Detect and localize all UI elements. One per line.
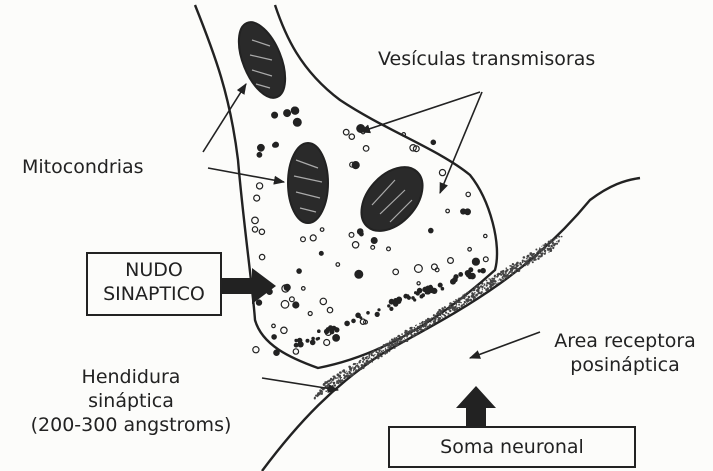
vesicle xyxy=(252,217,259,224)
vesicle xyxy=(371,246,375,250)
cleft-label-line3: (200-300 angstroms) xyxy=(6,414,256,438)
vesicle xyxy=(308,312,312,316)
vesicles-group xyxy=(252,107,488,355)
vesicle xyxy=(297,269,301,273)
vesicle xyxy=(274,350,279,355)
vesicle xyxy=(349,233,354,238)
vesicle xyxy=(352,162,359,169)
vesicle xyxy=(358,229,363,234)
vesicle xyxy=(319,252,323,256)
vesicle xyxy=(252,227,257,232)
vesicle xyxy=(352,242,358,248)
cleft-label-line2: sináptica xyxy=(6,390,256,414)
vesicle xyxy=(466,192,470,196)
vesicle xyxy=(272,324,276,328)
vesicle xyxy=(393,269,399,275)
soma-thick-arrow xyxy=(456,386,496,426)
vesicle-arrow-left xyxy=(360,92,480,132)
vesicle xyxy=(257,183,263,189)
vesicle xyxy=(281,327,287,333)
vesicle xyxy=(301,237,306,242)
mito-arrow-middle xyxy=(208,168,284,182)
vesicle xyxy=(461,209,466,214)
cleft-arrow xyxy=(262,378,338,390)
vesicle-arrow-right xyxy=(440,92,482,193)
vesicle xyxy=(293,349,298,354)
node-label-box: NUDO SINAPTICO xyxy=(86,252,222,316)
receptor-label-line1: Area receptora xyxy=(540,330,710,354)
vesicle xyxy=(472,258,479,265)
vesicle xyxy=(363,146,369,152)
vesicle xyxy=(343,129,349,135)
vesicle xyxy=(446,209,450,213)
node-label-line2: SINAPTICO xyxy=(88,283,220,307)
vesicle xyxy=(256,300,261,305)
receptor-label-line2: posináptica xyxy=(540,354,710,378)
vesicle xyxy=(336,263,340,267)
vesicle xyxy=(281,301,289,309)
vesicle xyxy=(324,340,330,346)
receptor-area-stipple xyxy=(314,235,563,399)
vesicle xyxy=(429,228,433,232)
vesicles-label: Vesículas transmisoras xyxy=(378,48,595,72)
vesicle xyxy=(254,195,260,201)
vesicle xyxy=(253,347,259,353)
vesicle xyxy=(292,107,299,114)
soma-label-box: Soma neuronal xyxy=(388,426,636,468)
vesicle xyxy=(468,248,472,252)
vesicle xyxy=(355,270,363,278)
vesicle xyxy=(272,112,278,118)
vesicle xyxy=(448,258,454,264)
vesicle xyxy=(259,254,264,259)
vesicle xyxy=(320,228,324,232)
vesicle xyxy=(290,297,295,302)
vesicle xyxy=(439,170,445,176)
vesicle xyxy=(349,134,354,139)
mito-arrow-top xyxy=(203,84,246,152)
vesicle xyxy=(310,235,316,241)
vesicle xyxy=(311,340,315,344)
node-label-line1: NUDO xyxy=(88,259,220,283)
vesicle xyxy=(284,110,291,117)
vesicle xyxy=(257,153,262,158)
vesicle xyxy=(327,307,332,312)
mitochondria-label: Mitocondrias xyxy=(22,156,144,180)
vesicle xyxy=(293,302,299,308)
vesicle xyxy=(466,272,471,277)
release-zone xyxy=(294,267,486,347)
vesicle xyxy=(272,335,276,339)
vesicle xyxy=(415,265,423,273)
vesicle xyxy=(417,288,421,292)
vesicle xyxy=(483,257,488,262)
vesicle xyxy=(387,247,391,251)
vesicle xyxy=(402,133,406,137)
vesicle xyxy=(320,298,326,304)
receptor-label: Area receptora posináptica xyxy=(540,330,710,378)
vesicle xyxy=(432,264,438,270)
cleft-label: Hendidura sináptica (200-300 angstroms) xyxy=(6,366,256,437)
vesicle xyxy=(284,284,290,290)
vesicle xyxy=(259,229,264,234)
vesicle xyxy=(431,140,435,144)
receptor-arrow xyxy=(470,332,540,358)
cleft-label-line1: Hendidura xyxy=(6,366,256,390)
vesicle xyxy=(302,287,306,291)
vesicle xyxy=(484,234,487,237)
mitochondrion-middle xyxy=(288,143,328,223)
vesicle xyxy=(293,118,301,126)
vesicle xyxy=(371,238,377,244)
soma-label: Soma neuronal xyxy=(390,436,634,460)
vesicle xyxy=(417,282,420,285)
vesicle xyxy=(258,145,265,152)
vesicle xyxy=(333,335,340,342)
